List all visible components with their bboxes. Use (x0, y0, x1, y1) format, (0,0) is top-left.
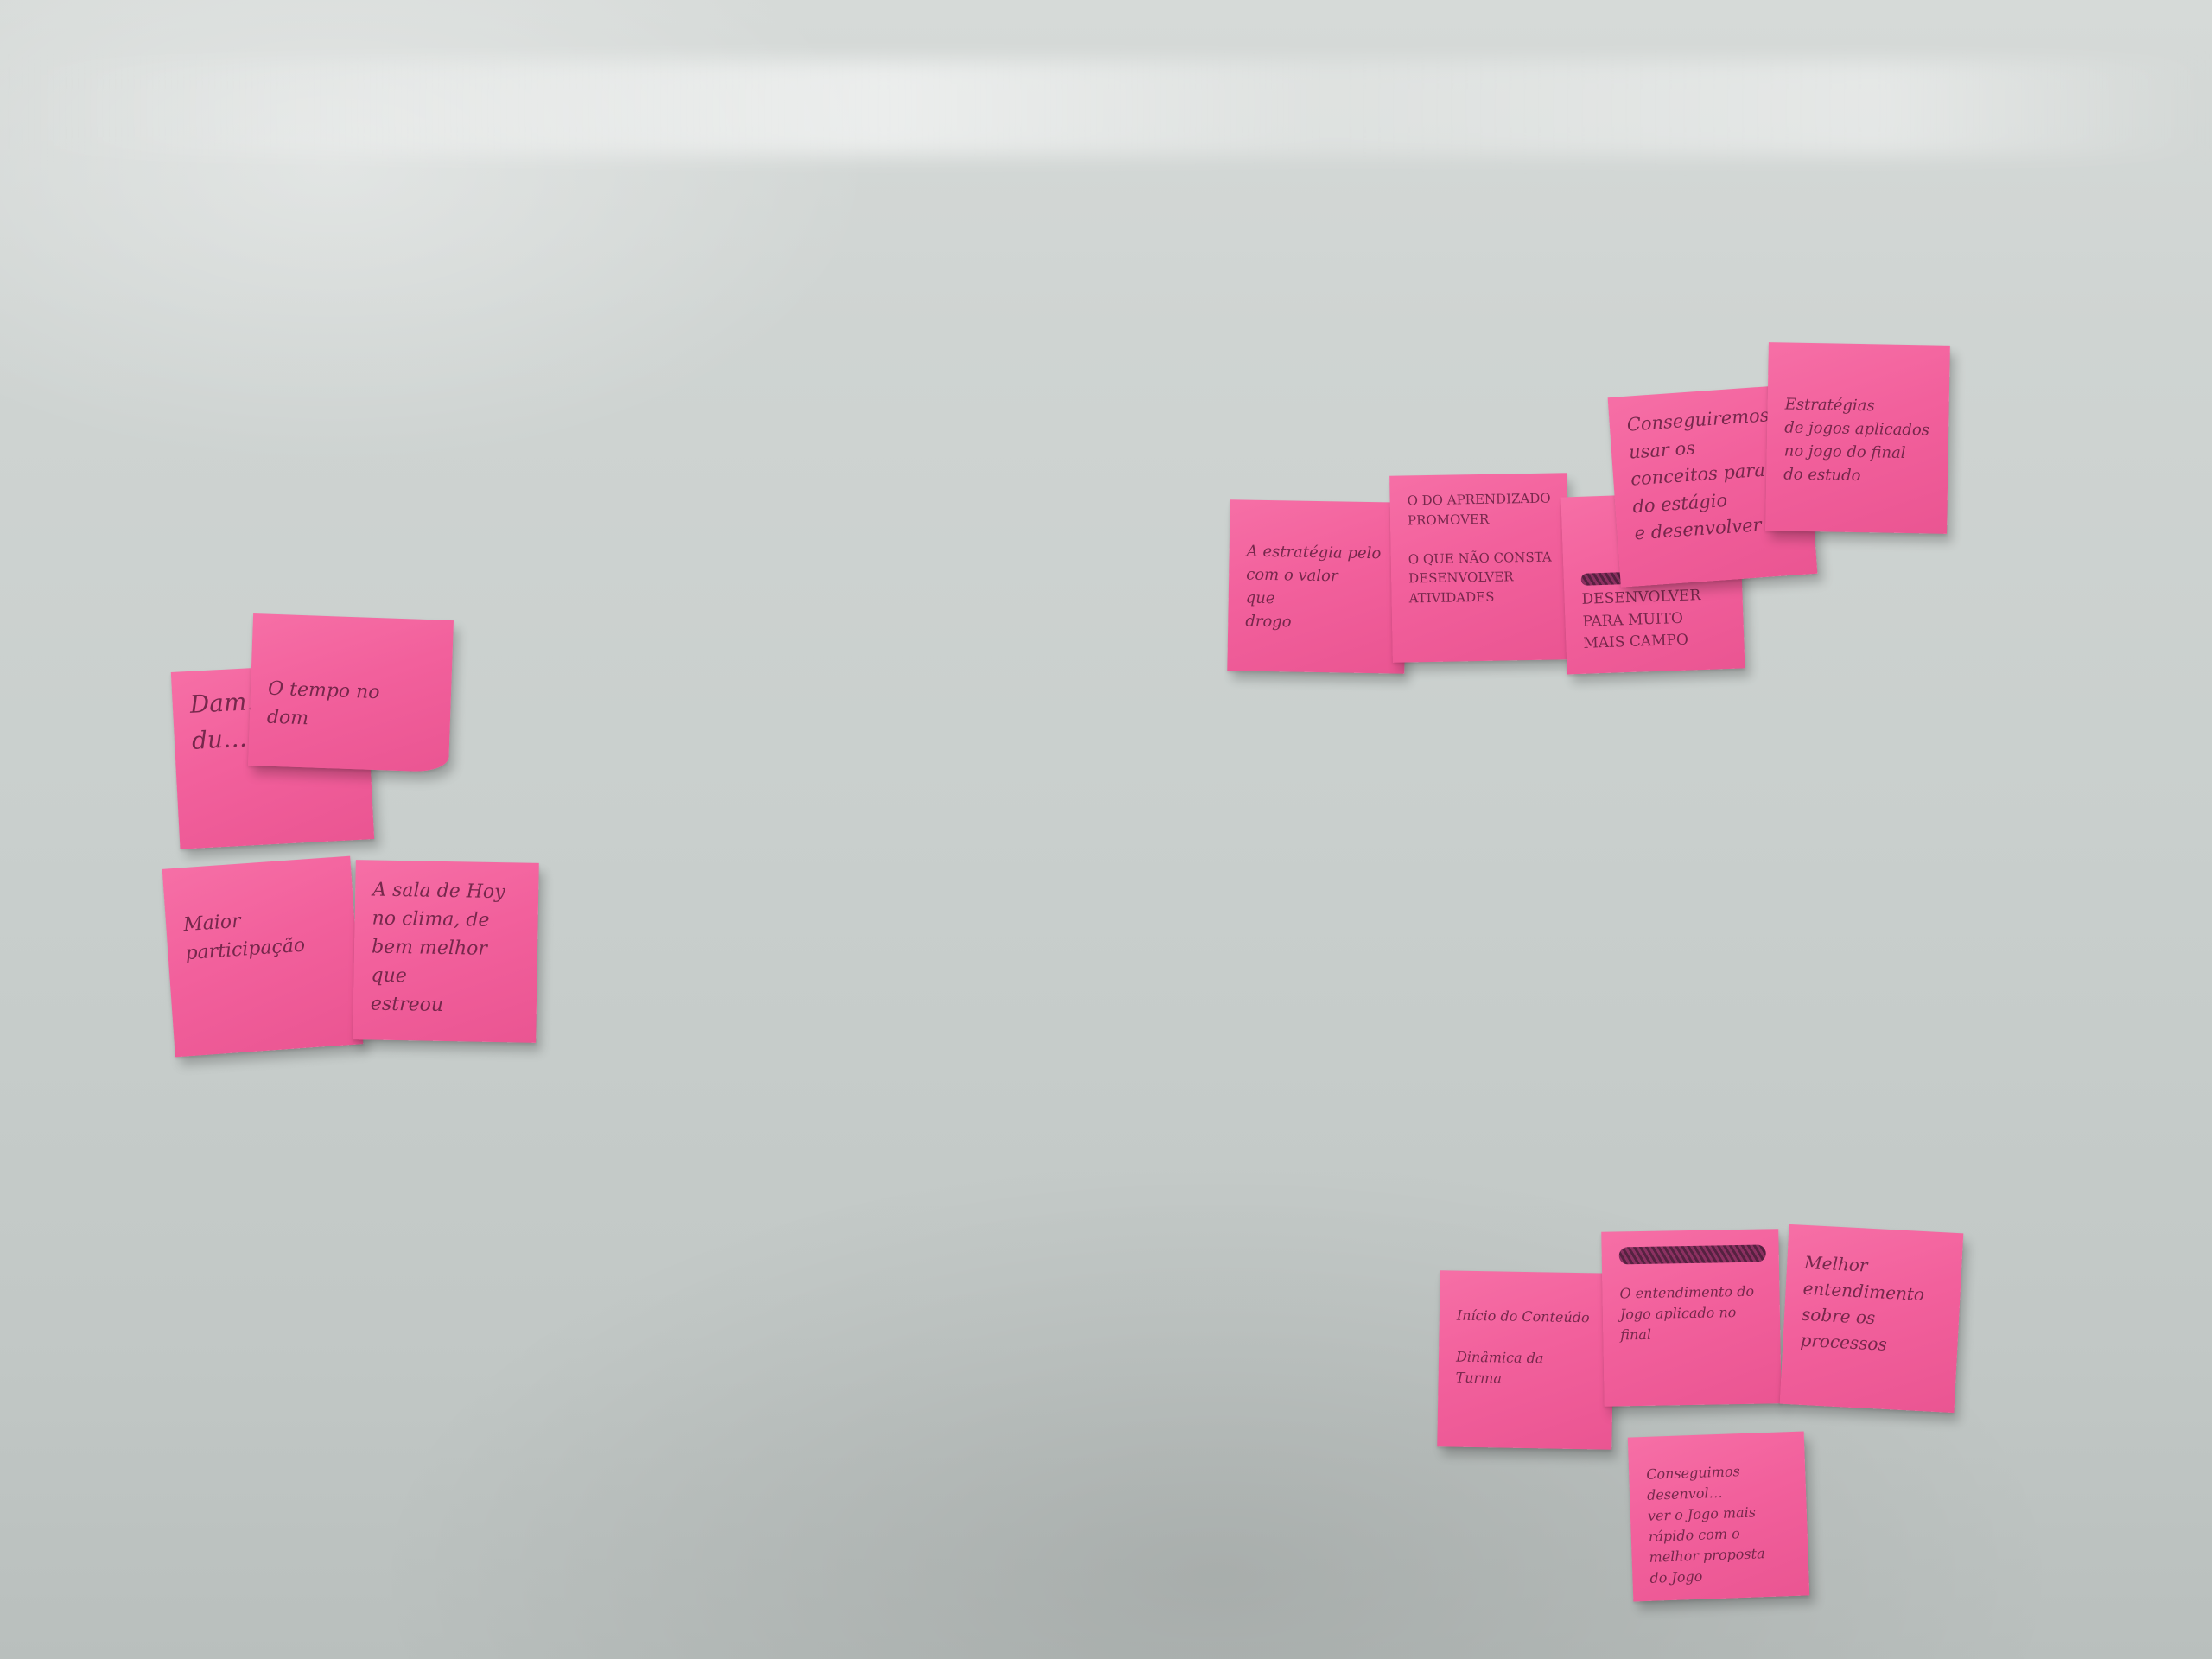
sticky-note-text: O DO APRENDIZADO PROMOVER O QUE NÃO CONS… (1407, 490, 1552, 606)
sticky-note-text: Conseguimos desenvol… ver o Jogo mais rá… (1645, 1463, 1765, 1586)
sticky-note: Maior participação (162, 855, 364, 1058)
sticky-note: Estratégias de jogos aplicados no jogo d… (1765, 342, 1950, 534)
sticky-note: Melhor entendimento sobre os processos (1779, 1224, 1964, 1414)
sticky-note: A estratégia pelo com o valor que drogo (1227, 499, 1408, 674)
sticky-note-text: Estratégias de jogos aplicados no jogo d… (1783, 395, 1930, 486)
sticky-note: Início do Conteúdo Dinâmica da Turma (1437, 1270, 1615, 1450)
sticky-note-text: A sala de Hoy no clima, de bem melhor qu… (370, 879, 505, 1016)
sticky-note: O DO APRENDIZADO PROMOVER O QUE NÃO CONS… (1389, 473, 1570, 663)
sticky-note-text: Melhor entendimento sobre os processos (1799, 1251, 1925, 1355)
sticky-note-text: Maior participação (182, 910, 306, 965)
sticky-note: Conseguimos desenvol… ver o Jogo mais rá… (1627, 1431, 1810, 1602)
scribble-mark (1618, 1244, 1766, 1265)
sticky-note: A sala de Hoy no clima, de bem melhor qu… (353, 860, 539, 1043)
sticky-note-text: DESENVOLVER PARA MUITO MAIS CAMPO (1581, 587, 1701, 652)
sticky-note: O entendimento do Jogo aplicado no final (1601, 1229, 1782, 1407)
sticky-note-text: Início do Conteúdo Dinâmica da Turma (1455, 1306, 1590, 1387)
whiteboard-glare (0, 60, 2212, 156)
sticky-note-text: O entendimento do Jogo aplicado no final (1619, 1282, 1755, 1344)
sticky-note-text: A estratégia pelo com o valor que drogo (1245, 542, 1382, 632)
sticky-note: O tempo no dom (247, 613, 454, 772)
sticky-note-text: O tempo no dom (266, 677, 380, 730)
